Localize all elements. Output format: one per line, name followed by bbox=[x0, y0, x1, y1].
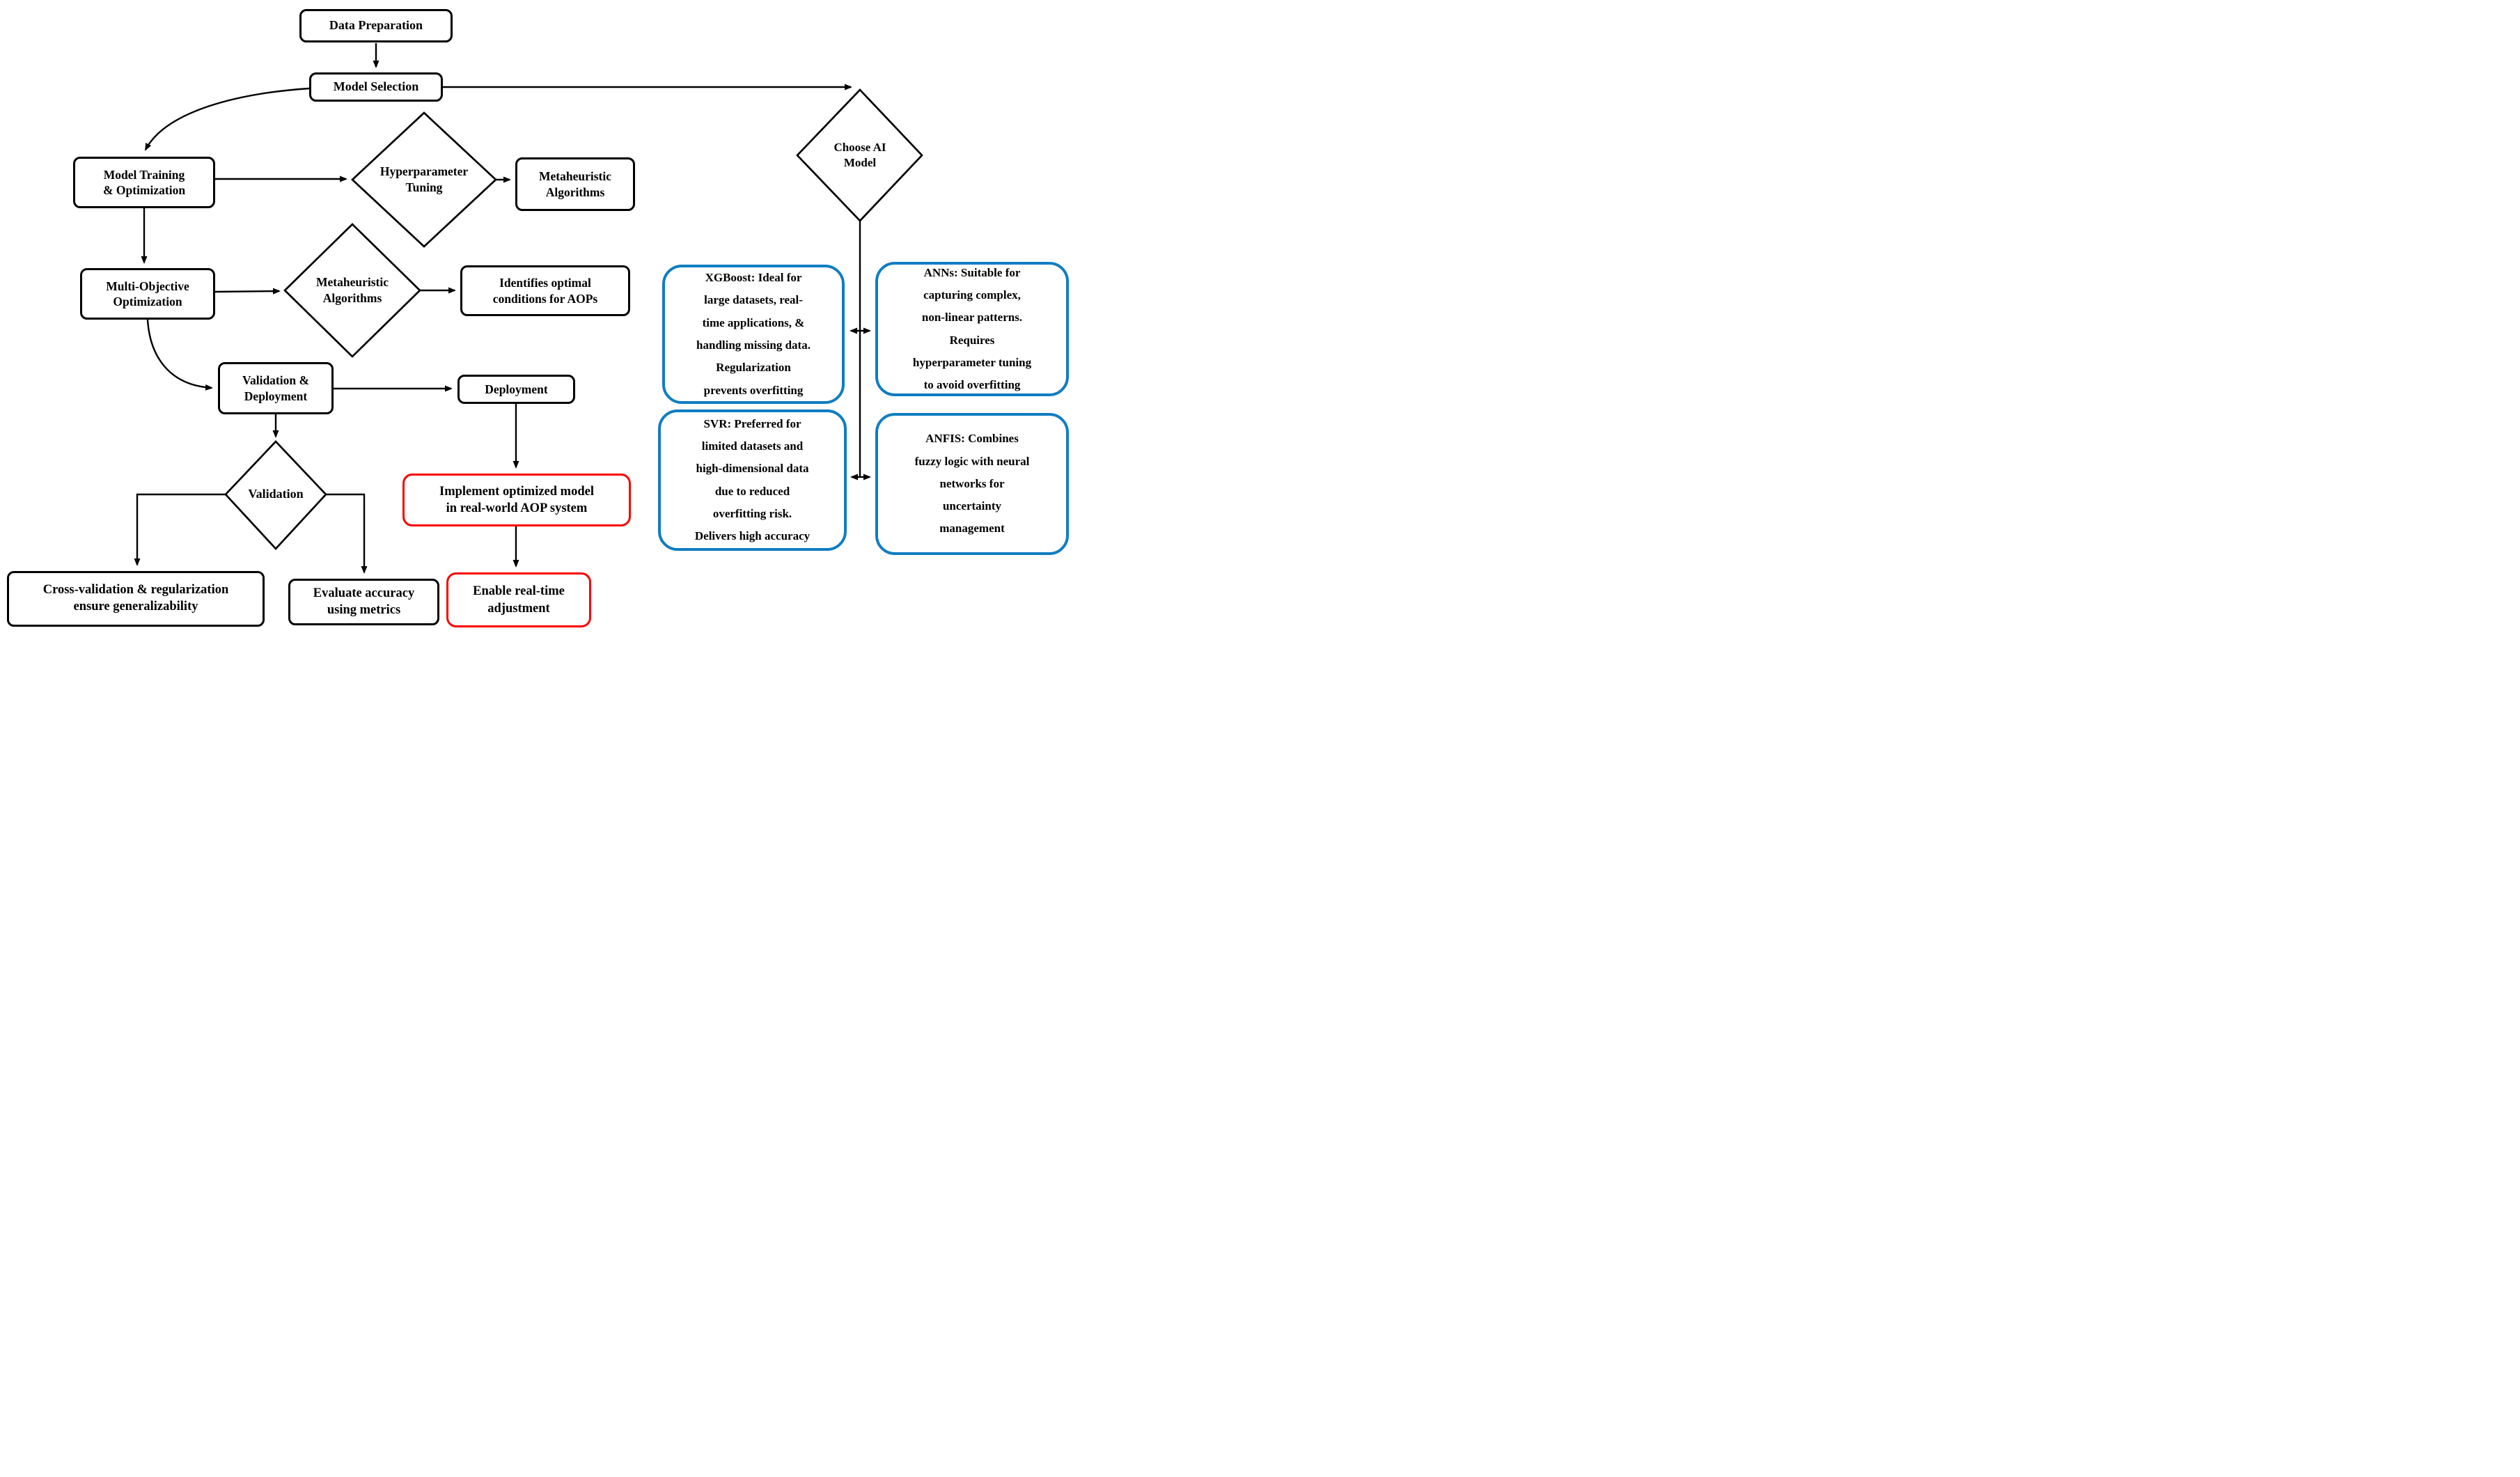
node-model-selection: Model Selection bbox=[309, 72, 443, 102]
arrow-multiobjective-to-validationdeployment-curve bbox=[146, 319, 213, 391]
diamond-hyperparameter-tuning bbox=[351, 111, 497, 248]
node-enable-realtime-adjustment: Enable real-time adjustment bbox=[446, 572, 591, 627]
node-identifies-optimal-conditions: Identifies optimal conditions for AOPs bbox=[460, 265, 630, 316]
node-validation-deployment: Validation & Deployment bbox=[218, 362, 334, 414]
node-data-preparation: Data Preparation bbox=[299, 9, 453, 42]
diamond-label-choose-ai-model: Choose AI Model bbox=[834, 140, 886, 169]
arrow-validation-to-crossvalidation bbox=[134, 493, 226, 566]
diamond-label-metaheuristic-algorithms: Metaheuristic Algorithms bbox=[316, 275, 389, 305]
card-anfis: ANFIS: Combines fuzzy logic with neural … bbox=[875, 413, 1069, 555]
arrow-validation-to-evaluate bbox=[326, 493, 368, 574]
node-model-training-optimization: Model Training & Optimization bbox=[73, 157, 215, 208]
arrow-modelselection-to-training-curve bbox=[144, 87, 310, 151]
card-anns: ANNs: Suitable for capturing complex, no… bbox=[875, 262, 1069, 396]
node-multi-objective-optimization: Multi-Objective Optimization bbox=[80, 268, 215, 320]
connector-layer bbox=[134, 43, 923, 574]
diamond-validation bbox=[224, 440, 327, 550]
diamond-metaheuristic-algorithms bbox=[283, 223, 421, 358]
diamond-label-hyperparameter-tuning: Hyperparameter Tuning bbox=[379, 164, 469, 194]
diamond-label-validation: Validation bbox=[248, 487, 304, 501]
node-implement-optimized-model: Implement optimized model in real-world … bbox=[402, 474, 631, 526]
node-evaluate-accuracy: Evaluate accuracy using metrics bbox=[288, 579, 439, 625]
node-cross-validation: Cross-validation & regularization ensure… bbox=[7, 571, 265, 627]
flowchart-canvas: Data Preparation Model Selection Model T… bbox=[0, 0, 1075, 630]
node-metaheuristic-algorithms: Metaheuristic Algorithms bbox=[515, 157, 635, 211]
node-deployment: Deployment bbox=[457, 375, 575, 404]
card-xgboost: XGBoost: Ideal for large datasets, real-… bbox=[662, 265, 845, 404]
card-svr: SVR: Preferred for limited datasets and … bbox=[658, 409, 847, 551]
diamond-choose-ai-model bbox=[796, 88, 923, 222]
arrow-multiobjective-to-metaheuristic-diamond bbox=[214, 288, 281, 295]
